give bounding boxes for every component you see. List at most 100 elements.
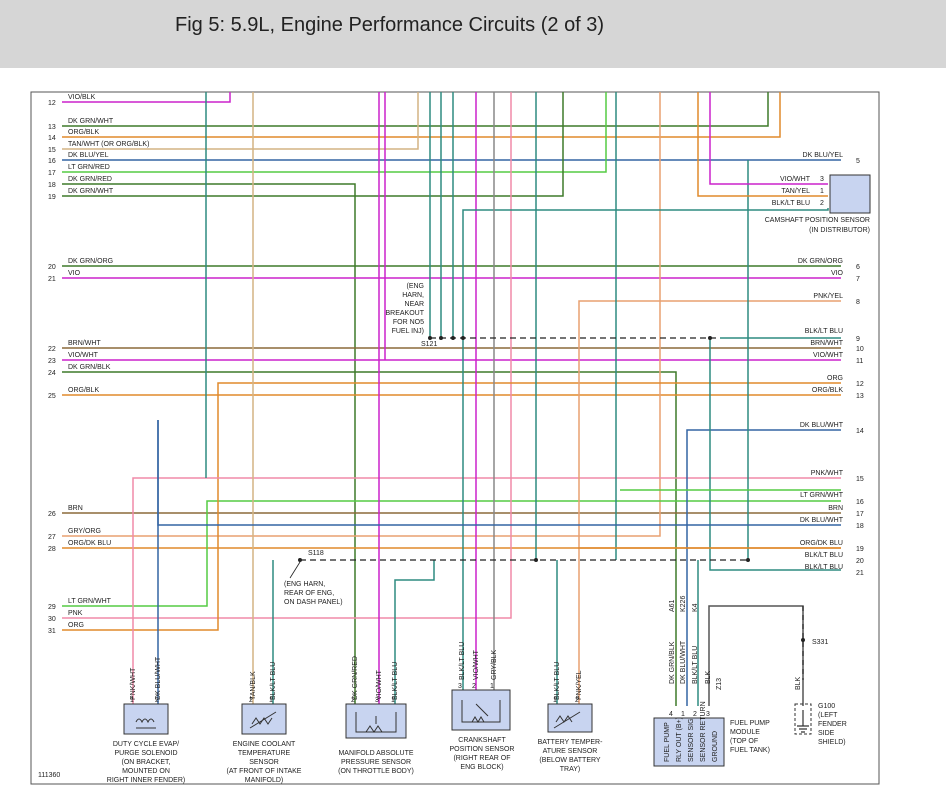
ckp-pin-num: 3 (458, 683, 462, 690)
right-wire-label: VIO/WHT (813, 352, 844, 359)
left-wire-label: ORG/BLK (68, 387, 99, 394)
right-wire-label: BLK/LT BLU (805, 552, 843, 559)
map-caption: (ON THROTTLE BODY) (338, 768, 414, 775)
fuel-pump-module: A61 K226 K4 Z13 DK GRN/BLK DK BLU/WHT BL… (653, 596, 770, 767)
ground-caption: SHIELD) (818, 739, 846, 746)
ckp-pin-num: 2 (472, 683, 476, 690)
bat-pin-num: 2 (575, 697, 579, 704)
ckp-pin-num: 1 (490, 683, 494, 690)
wire-l27 (62, 92, 661, 537)
right-wire-label: ORG (827, 375, 843, 382)
wire-l13 (62, 92, 769, 127)
right-pin-num: 9 (856, 336, 860, 343)
ect-caption: ENGINE COOLANT (233, 741, 296, 748)
right-wire-label: DK BLU/WHT (800, 517, 844, 524)
fp-pin-num: 3 (706, 711, 710, 718)
cam-pin-num: 1 (820, 188, 824, 195)
right-wire-label: LT GRN/WHT (800, 492, 844, 499)
right-pin-num: 17 (856, 511, 864, 518)
wire-l31 (62, 382, 841, 631)
ect-pin-label: BLK/LT BLU (270, 662, 277, 700)
ect-caption: (AT FRONT OF INTAKE (227, 768, 302, 775)
s121-id: S121 (421, 341, 437, 348)
ground-wire-label: BLK (795, 676, 802, 690)
cam-wire-label: TAN/YEL (781, 188, 810, 195)
left-pin-num: 22 (48, 346, 56, 353)
right-pin-num: 8 (856, 299, 860, 306)
cam-wire-label: BLK/LT BLU (772, 200, 810, 207)
figure-id: 111360 (38, 772, 60, 779)
camshaft-position-sensor: VIO/WHT 3 TAN/YEL 1 BLK/LT BLU 2 CAMSHAF… (765, 174, 871, 234)
ground-caption: SIDE (818, 730, 835, 737)
right-pin-num: 12 (856, 381, 864, 388)
evap-pin-num: 2 (155, 697, 159, 704)
left-wire-label: VIO/BLK (68, 94, 96, 101)
right-pin-num: 13 (856, 393, 864, 400)
bat-caption: ATURE SENSOR (543, 748, 598, 755)
right-pin-num: 16 (856, 499, 864, 506)
diagram-title: Fig 5: 5.9L, Engine Performance Circuits… (175, 14, 605, 36)
coil-icon (135, 718, 156, 729)
right-wire-label: DK BLU/WHT (800, 422, 844, 429)
wire-l30 (62, 92, 512, 619)
splice-dot (428, 336, 432, 340)
map-pin-num: 1 (391, 697, 395, 704)
fp-pin-num: 1 (681, 711, 685, 718)
crankshaft-position-sensor: BLK/LT BLU 3 VIO/WHT 2 GRY/BLK 1 CRANKSH… (450, 642, 515, 771)
map-pin-num: 2 (351, 697, 355, 704)
right-wire-label: BRN/WHT (810, 340, 843, 347)
wire-v-teal-map (394, 560, 435, 706)
wire-v-teal-710 (709, 338, 841, 571)
wire-v-teal-ckp (462, 208, 829, 706)
bat-pin-label: BLK/LT BLU (554, 662, 561, 700)
left-wire-label: LT GRN/WHT (68, 598, 112, 605)
left-connector-wires (62, 92, 841, 706)
left-wire-label: GRY/ORG (68, 528, 101, 535)
left-wire-label: DK GRN/RED (68, 176, 112, 183)
right-pin-num: 6 (856, 264, 860, 271)
diagram-frame (30, 91, 880, 785)
wire-l14 (62, 92, 781, 138)
vertical-wires (132, 92, 841, 706)
fp-caption: (TOP OF (730, 738, 758, 745)
ect-pin-label: TAN/BLK (250, 671, 257, 700)
map-caption: PRESSURE SENSOR (341, 759, 411, 766)
left-pin-num: 31 (48, 628, 56, 635)
right-pin-num: 20 (856, 558, 864, 565)
s121-note: BREAKOUT (385, 310, 424, 317)
fp-pin-num: 4 (669, 711, 673, 718)
left-pin-num: 21 (48, 276, 56, 283)
right-pin-num: 7 (856, 276, 860, 283)
left-wire-label: TAN/WHT (OR ORG/BLK) (68, 141, 149, 148)
left-wire-label: BRN (68, 505, 83, 512)
s118-id: S118 (308, 550, 324, 557)
splice-dot (708, 336, 712, 340)
right-pin-num: 19 (856, 546, 864, 553)
splice-dot (451, 336, 455, 340)
s121-note: (ENG (407, 283, 425, 290)
potentiometer-icon (355, 712, 397, 733)
fp-code: A61 (669, 599, 676, 612)
left-wire-label: DK GRN/WHT (68, 118, 114, 125)
ect-caption: SENSOR (249, 759, 279, 766)
ckp-caption: ENG BLOCK) (460, 764, 503, 771)
right-pin-num: 21 (856, 570, 864, 577)
map-caption: MANIFOLD ABSOLUTE (338, 750, 413, 757)
ect-pin-num: 2 (249, 697, 253, 704)
s331-id: S331 (812, 639, 828, 646)
evap-pin-label: PNK/WHT (130, 667, 137, 700)
ckp-pin-label: GRY/BLK (491, 649, 498, 680)
wire-cam-tan (697, 92, 828, 197)
left-pin-num: 29 (48, 604, 56, 611)
left-wire-label: LT GRN/RED (68, 164, 110, 171)
wiring-diagram: 12 VIO/BLK 13 DK GRN/WHT 14 ORG/BLK 15 T… (30, 91, 880, 785)
ground-box (794, 703, 812, 735)
wire-v-pnkyel (578, 300, 841, 706)
bat-caption: BATTERY TEMPER- (538, 739, 603, 746)
left-pin-num: 18 (48, 182, 56, 189)
ect-caption: TEMPERATURE (238, 750, 291, 757)
fp-caption: FUEL TANK) (730, 747, 770, 754)
splice-dot (461, 336, 465, 340)
fp-func: RLY OUT (B+) (676, 717, 683, 762)
left-pin-num: 19 (48, 194, 56, 201)
